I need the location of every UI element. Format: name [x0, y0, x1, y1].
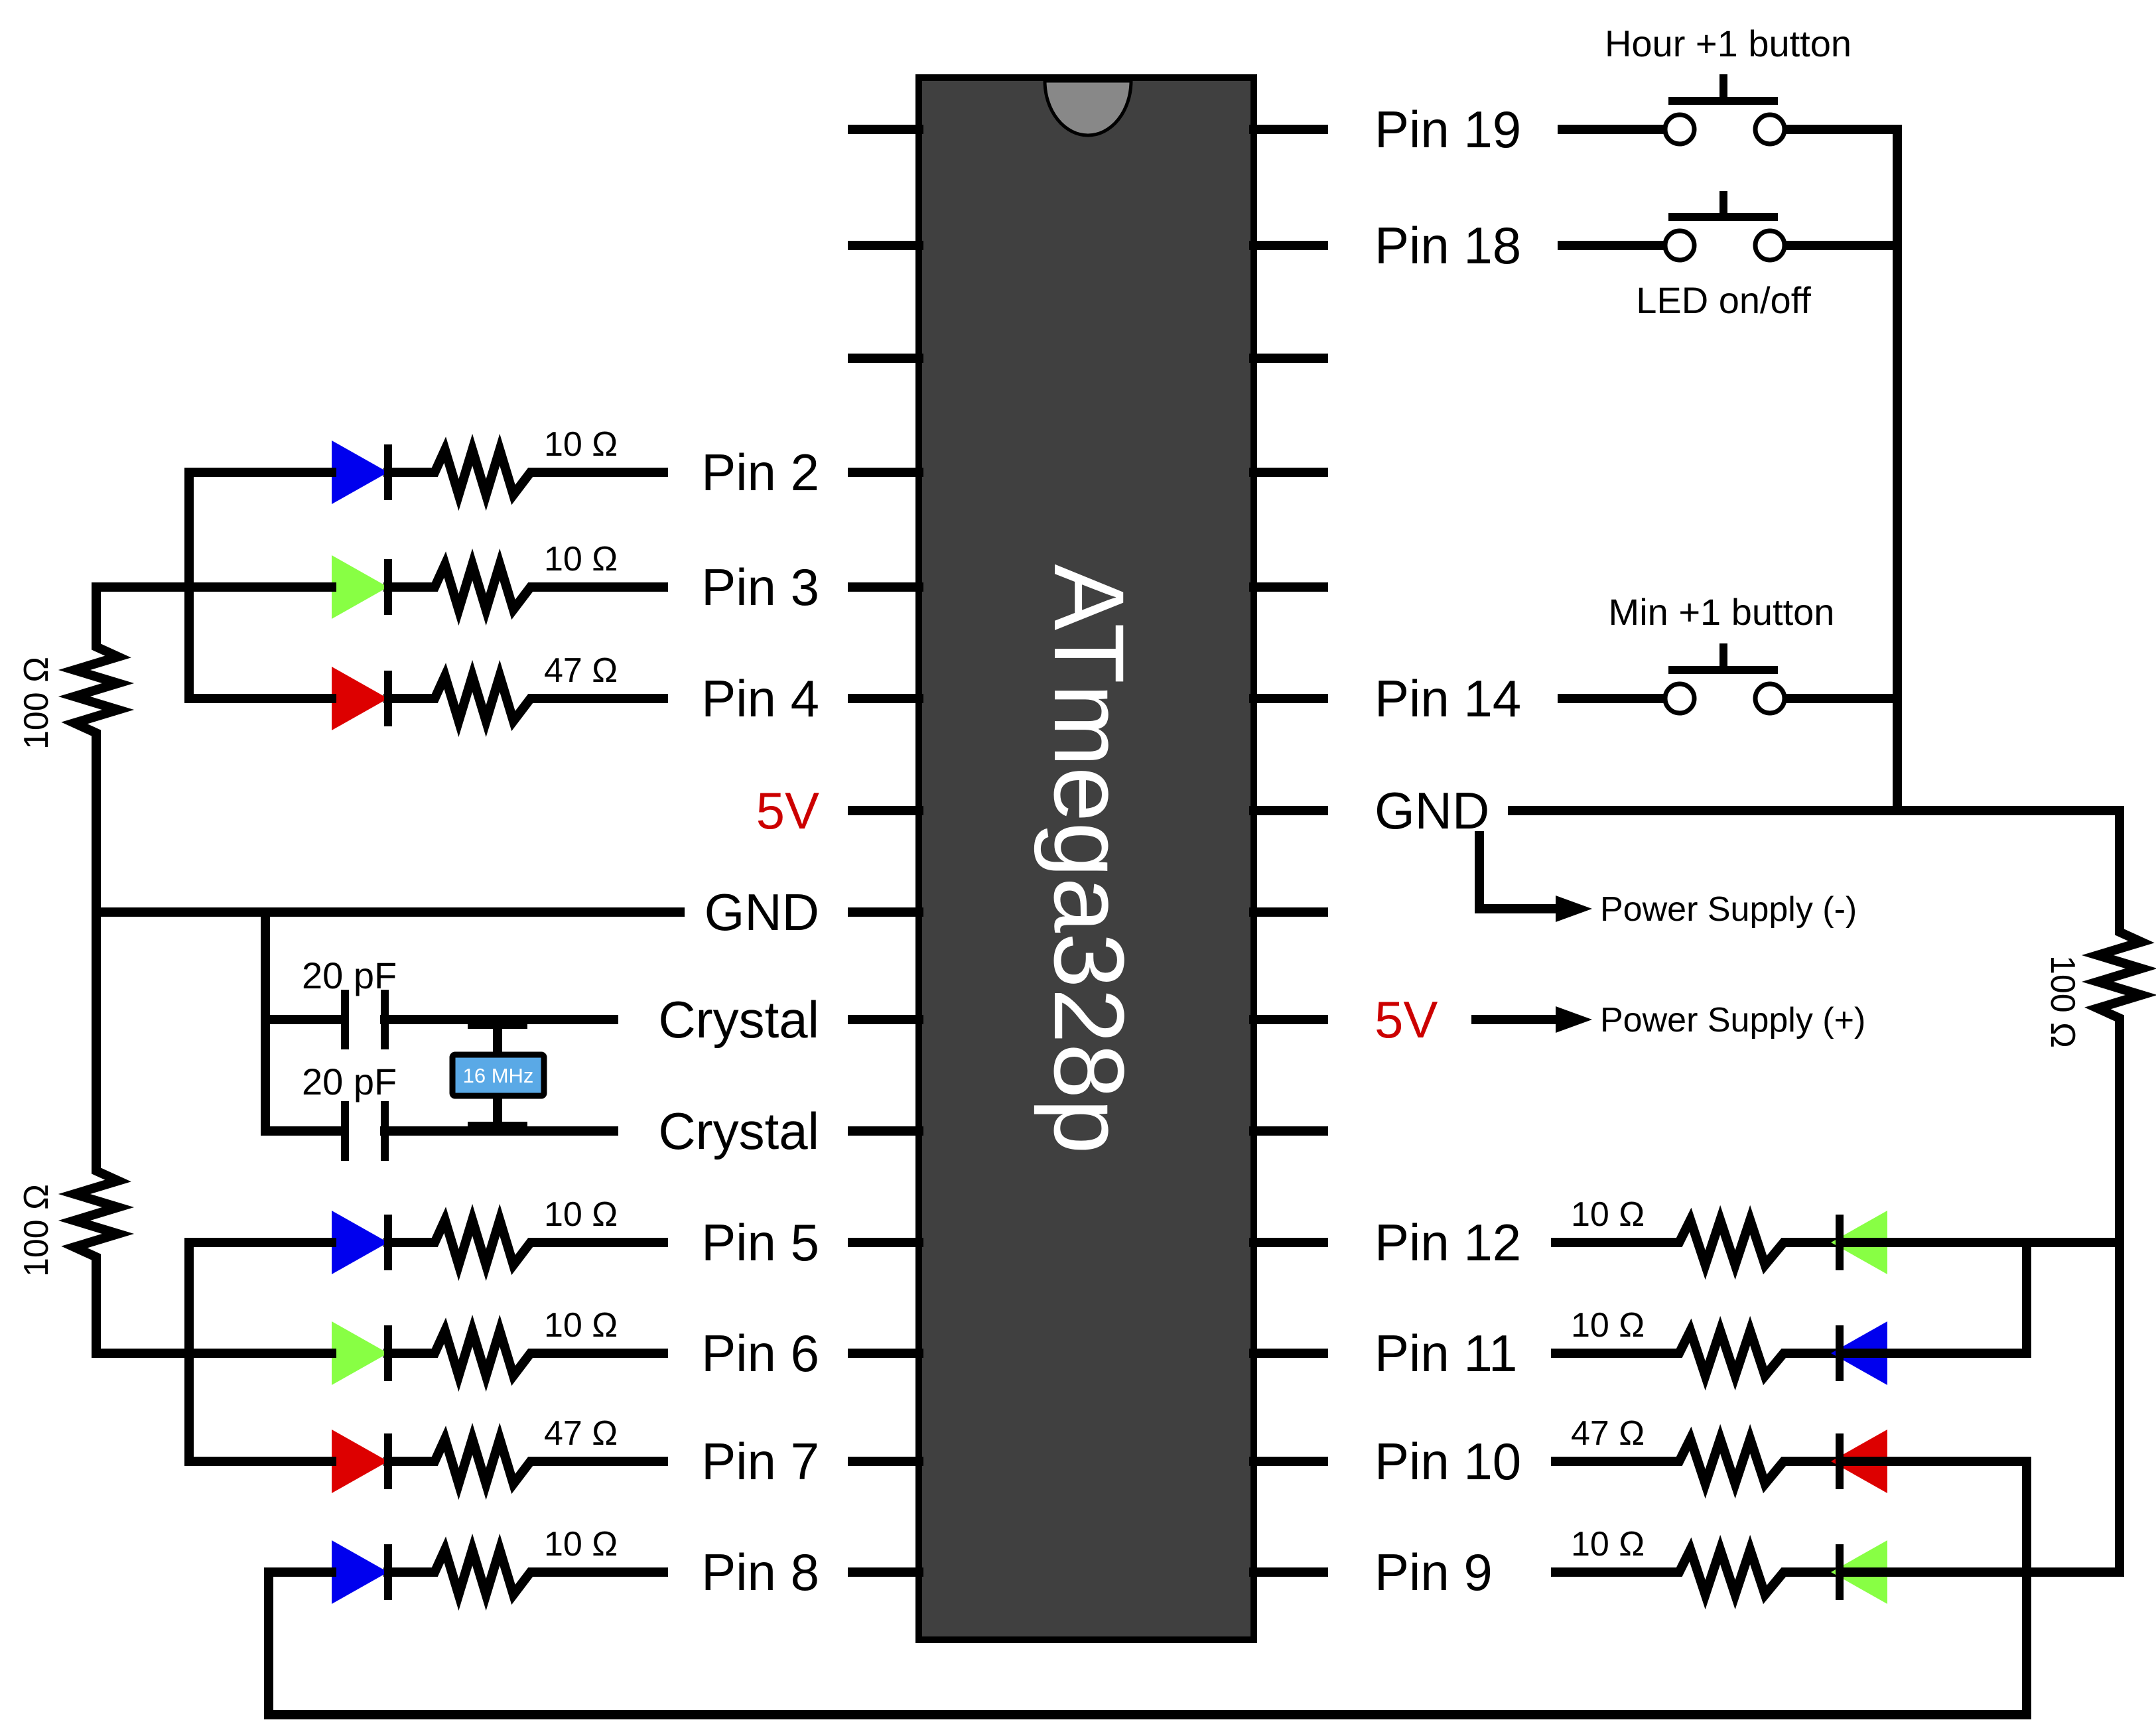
min-button-label: Min +1 button: [1609, 591, 1835, 633]
left-led-chain: 10 Ω: [332, 425, 668, 511]
resistor-zigzag: [1672, 1315, 1791, 1391]
led-icon: [332, 555, 388, 619]
led-resistor-value: 47 Ω: [544, 1414, 618, 1453]
right-pin-label: Pin 10: [1375, 1432, 1521, 1491]
led-resistor-value: 10 Ω: [1571, 1195, 1645, 1234]
right-pin-label: Pin 18: [1375, 216, 1521, 275]
right-pin-label: Pin 12: [1375, 1213, 1521, 1272]
capacitor-top-value: 20 pF: [302, 955, 397, 996]
led-icon: [332, 1321, 388, 1385]
left-led-chain: 10 Ω: [332, 1306, 668, 1392]
led-resistor-value: 10 Ω: [544, 1195, 618, 1234]
led-resistor-value: 10 Ω: [1571, 1525, 1645, 1563]
chip-label: ATmega328p: [1034, 564, 1145, 1154]
led-toggle-label: LED on/off: [1636, 279, 1811, 321]
left-pin-label: 5V: [756, 781, 819, 840]
right-led-chain: 10 Ω: [1551, 1195, 1887, 1280]
led-resistor-value: 47 Ω: [544, 651, 618, 690]
chip-body: [915, 74, 1257, 1643]
left-pin-label: Pin 5: [701, 1213, 819, 1272]
hour-button-label: Hour +1 button: [1605, 23, 1852, 64]
left-pin-label: Pin 4: [701, 669, 819, 728]
led-icon: [332, 1540, 388, 1604]
led-resistor-value: 10 Ω: [1571, 1306, 1645, 1345]
right-led-chain: 47 Ω: [1551, 1414, 1887, 1499]
led-icon: [332, 1211, 388, 1274]
common-resistor-bottom-left-value: 100 Ω: [17, 1184, 56, 1277]
led-resistor-value: 10 Ω: [544, 1306, 618, 1345]
common-resistor-bottom-left: 100 Ω: [17, 1161, 135, 1277]
crystal-label: 16 MHz: [463, 1064, 534, 1087]
left-pin-label: Pin 8: [701, 1543, 819, 1601]
right-pin-label: 5V: [1375, 990, 1438, 1049]
led-resistor-value: 10 Ω: [544, 540, 618, 578]
resistor-zigzag: [428, 1203, 537, 1282]
right-pin-label: GND: [1375, 781, 1489, 840]
right-led-chain: 10 Ω: [1551, 1306, 1887, 1391]
crystal-body: [449, 1051, 547, 1099]
left-led-chain: 10 Ω: [332, 540, 668, 626]
atmega-chip: ATmega328p: [915, 74, 1257, 1643]
led-resistor-value: 47 Ω: [1571, 1414, 1645, 1453]
led-resistor-value: 10 Ω: [544, 1525, 618, 1563]
common-resistor-top-left: 100 Ω: [17, 637, 135, 750]
led-resistor-value: 10 Ω: [544, 425, 618, 464]
resistor-zigzag: [1672, 1534, 1791, 1610]
min-button: Min +1 button: [1609, 591, 1835, 716]
crystal-circuit: 16 MHz 20 pF 20 pF: [302, 955, 618, 1161]
common-resistor-top-left-value: 100 Ω: [17, 657, 56, 750]
left-pin-label: Pin 7: [701, 1432, 819, 1491]
resistor-zigzag: [428, 548, 537, 626]
left-pin-label: Pin 3: [701, 558, 819, 616]
right-pin-label: Pin 14: [1375, 669, 1521, 728]
led-icon: [332, 440, 388, 504]
right-led-chain: 10 Ω: [1551, 1525, 1887, 1610]
left-led-chain: 10 Ω: [332, 1195, 668, 1282]
left-pin-label: GND: [705, 883, 819, 941]
power-supply-negative-label: Power Supply (-): [1600, 890, 1857, 929]
resistor-zigzag: [1672, 1424, 1791, 1499]
chip-pins: [848, 125, 1328, 1577]
left-wiring: [92, 468, 2031, 1719]
right-wiring: [1471, 125, 2156, 1577]
led-toggle-button: LED on/off: [1636, 191, 1811, 321]
led-icon: [332, 667, 388, 730]
left-pin-label: Pin 6: [701, 1324, 819, 1382]
left-led-chains: 10 Ω 10 Ω 47 Ω 10 Ω 10 Ω 47 Ω 10 Ω: [332, 425, 668, 1611]
left-pin-label: Crystal: [658, 990, 819, 1049]
right-pin-label: Pin 9: [1375, 1543, 1493, 1601]
left-led-chain: 47 Ω: [332, 651, 668, 738]
hour-button: Hour +1 button: [1605, 23, 1852, 147]
left-pin-label: Crystal: [658, 1102, 819, 1160]
left-led-chain: 47 Ω: [332, 1414, 668, 1500]
resistor-zigzag: [428, 1422, 537, 1500]
right-pin-label: Pin 11: [1375, 1324, 1517, 1382]
resistor-zigzag: [428, 1314, 537, 1392]
right-led-chains: 10 Ω 10 Ω 47 Ω 10 Ω: [1551, 1195, 1887, 1610]
led-icon: [332, 1429, 388, 1493]
resistor-zigzag: [1672, 1205, 1791, 1280]
common-resistor-right-value: 100 Ω: [2043, 955, 2082, 1048]
resistor-zigzag: [428, 433, 537, 511]
power-supply-positive-label: Power Supply (+): [1600, 1001, 1865, 1039]
capacitor-bottom-value: 20 pF: [302, 1061, 397, 1102]
resistor-zigzag: [428, 659, 537, 738]
chip-notch: [1043, 79, 1133, 137]
left-led-chain: 10 Ω: [332, 1525, 668, 1611]
resistor-zigzag: [428, 1533, 537, 1611]
right-pin-label: Pin 19: [1375, 100, 1521, 159]
left-pin-label: Pin 2: [701, 443, 819, 501]
